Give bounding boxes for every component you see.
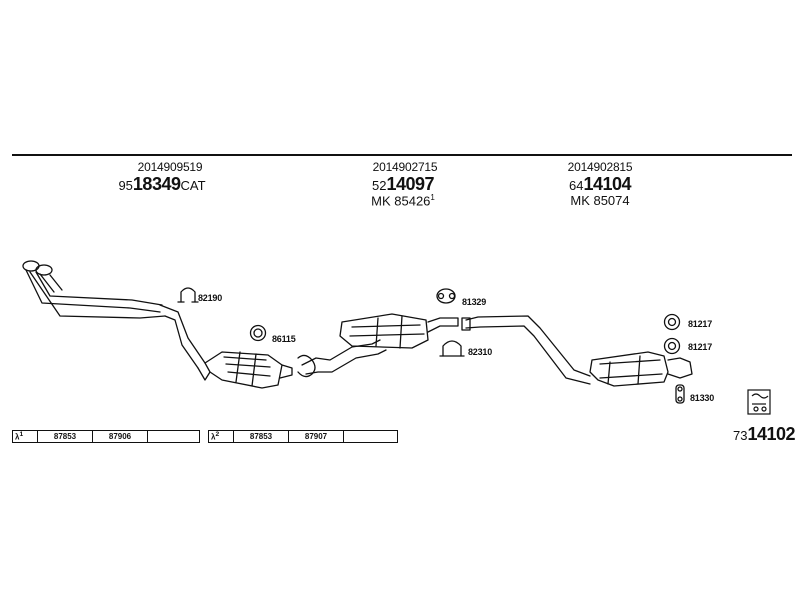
- label-82190: 82190: [198, 293, 223, 303]
- header-ref-1: 2014909519: [137, 160, 203, 174]
- lambda-cell: 87907: [288, 430, 344, 443]
- lambda-symbol-2: λ2: [208, 430, 234, 443]
- hanger-81329-drawing: [436, 288, 456, 304]
- center-silencer-drawing: [297, 313, 459, 378]
- lambda-cell: 87906: [92, 430, 148, 443]
- ring-86115-drawing: [249, 324, 267, 342]
- lambda-table-2: λ2 87853 87907: [208, 430, 398, 443]
- header-part-3: 6414104: [568, 174, 632, 194]
- header-mk-2: MK 854261: [371, 193, 435, 209]
- lambda-symbol-1: λ1: [12, 430, 38, 443]
- lambda-cell: [147, 430, 200, 443]
- u-clamp-82190-drawing: [177, 287, 199, 303]
- header-mk-3: MK 85074: [570, 193, 630, 208]
- header-ref-3: 2014902815: [567, 160, 633, 174]
- header-divider-line: [12, 154, 792, 156]
- lambda-cell: [343, 430, 398, 443]
- label-82310: 82310: [468, 347, 493, 357]
- clamp-82310-drawing: [439, 340, 465, 357]
- label-86115: 86115: [272, 334, 296, 344]
- front-downpipe-drawing: [22, 260, 211, 381]
- hanger-81330-drawing: [675, 384, 685, 404]
- label-81217-a: 81217: [688, 319, 713, 329]
- lambda-cell: 87853: [233, 430, 289, 443]
- kit-number: 7314102: [733, 424, 796, 444]
- label-81329: 81329: [462, 297, 487, 307]
- rear-silencer-drawing: [461, 315, 693, 387]
- label-81217-b: 81217: [688, 342, 713, 352]
- header-part-2: 5214097: [371, 174, 435, 194]
- exhaust-kit-icon: [747, 389, 771, 415]
- ring-81217-a-drawing: [663, 313, 681, 331]
- lambda-table-1: λ1 87853 87906: [12, 430, 200, 443]
- header-part-1: 9518349CAT: [118, 174, 206, 194]
- catalytic-converter-drawing: [204, 351, 293, 389]
- lambda-cell: 87853: [37, 430, 93, 443]
- header-ref-2: 2014902715: [372, 160, 438, 174]
- label-81330: 81330: [690, 393, 715, 403]
- ring-81217-b-drawing: [663, 337, 681, 355]
